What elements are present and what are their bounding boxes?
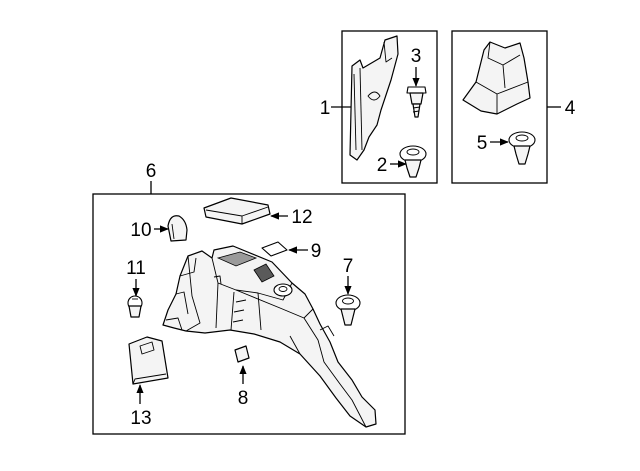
group-box-quarter-trim: [92, 193, 406, 435]
callout-9: 9: [311, 241, 322, 262]
push-clip-2: [399, 145, 427, 178]
callout-7: 7: [343, 256, 354, 277]
side-panel: [128, 336, 169, 385]
quarter-trim-panel: [162, 245, 377, 428]
callout-5: 5: [477, 133, 488, 154]
callout-12: 12: [291, 207, 312, 228]
callout-8: 8: [238, 388, 249, 409]
callout-1: 1: [320, 98, 331, 119]
callout-11: 11: [126, 258, 146, 279]
small-cover: [234, 345, 250, 363]
pad-insert: [261, 241, 288, 257]
callout-3: 3: [411, 46, 422, 67]
plug-fastener: [127, 295, 143, 318]
push-clip-7: [335, 294, 361, 326]
callout-2: 2: [377, 155, 388, 176]
push-clip-5: [508, 131, 536, 165]
screw-fastener: [406, 86, 427, 118]
upper-trim-cover: [462, 41, 531, 115]
callout-10: 10: [130, 220, 151, 241]
cap-cover: [167, 215, 188, 242]
callout-13: 13: [130, 408, 151, 429]
cover-panel: [203, 197, 271, 225]
pillar-trim-panel: [349, 35, 399, 161]
callout-6: 6: [146, 161, 157, 182]
callout-4: 4: [565, 98, 576, 119]
